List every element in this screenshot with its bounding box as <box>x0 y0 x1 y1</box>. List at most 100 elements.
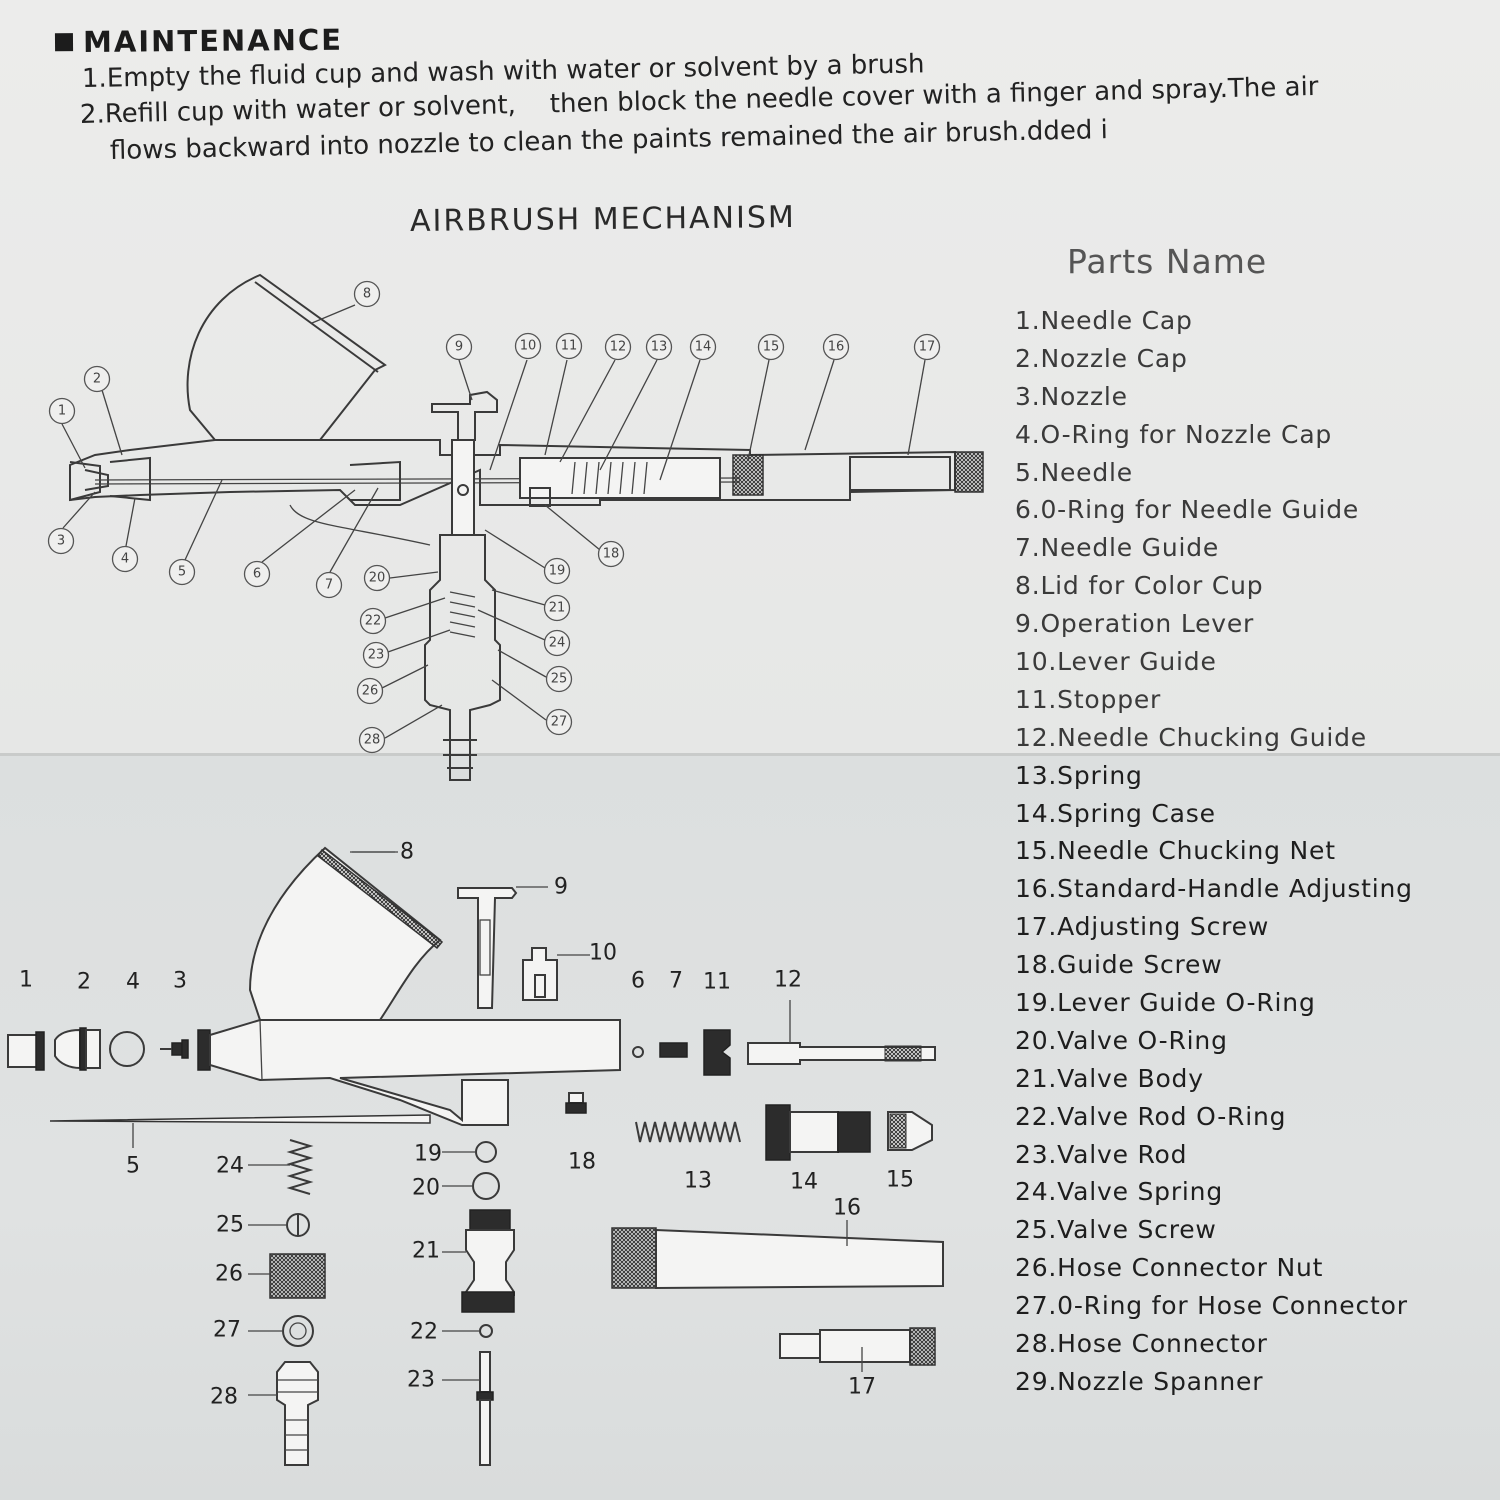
part-item: 1.Needle Cap <box>1015 306 1193 335</box>
callout-circle <box>514 332 542 360</box>
exploded-label: 6 <box>631 969 645 994</box>
callout-number: 27 <box>551 715 568 730</box>
callout-number: 6 <box>253 567 261 582</box>
exploded-label: 3 <box>173 969 187 994</box>
exploded-label: 18 <box>568 1150 596 1175</box>
part-item: 17.Adjusting Screw <box>1015 912 1270 942</box>
callout-circle <box>604 333 632 361</box>
part-item: 22.Valve Rod O-Ring <box>1015 1101 1287 1131</box>
exploded-label: 12 <box>774 968 802 993</box>
callout-circle <box>83 365 111 393</box>
part-o-ring <box>109 1031 145 1067</box>
callout-number: 10 <box>520 339 537 354</box>
part-needle <box>49 1114 431 1124</box>
part-nozzle-cap <box>54 1028 81 1070</box>
part-handle-adjusting <box>611 1227 657 1289</box>
part-color-cup <box>248 846 442 1021</box>
exploded-label: 22 <box>410 1320 438 1345</box>
sheet-fold-crease <box>0 753 1500 756</box>
callout-number: 21 <box>549 601 566 616</box>
callout-circle <box>168 558 196 586</box>
part-item: 13.Spring <box>1015 760 1143 790</box>
callout-circle <box>356 677 384 705</box>
part-valve-rod <box>479 1351 491 1393</box>
exploded-label: 25 <box>216 1213 244 1238</box>
part-item: 8.Lid for Color Cup <box>1015 571 1264 601</box>
part-nozzle <box>171 1042 183 1056</box>
part-hose-connector <box>276 1361 319 1466</box>
exploded-label: 8 <box>400 840 414 865</box>
part-hose-connector-nut <box>269 1253 326 1299</box>
part-item: 24.Valve Spring <box>1015 1177 1223 1207</box>
exploded-label: 24 <box>216 1154 244 1179</box>
part-valve-spring <box>286 1139 314 1195</box>
callout-circle <box>47 527 75 555</box>
parts-list: 1.Needle Cap 2.Nozzle Cap 3.Nozzle 4.O-R… <box>1015 302 1413 1401</box>
callout-number: 16 <box>828 340 845 355</box>
part-lever-o-ring <box>475 1141 497 1163</box>
part-item: 19.Lever Guide O-Ring <box>1015 988 1316 1018</box>
part-item: 20.Valve O-Ring <box>1015 1025 1228 1055</box>
callout-circle <box>757 333 785 361</box>
part-item: 10.Lever Guide <box>1015 647 1217 677</box>
exploded-label: 11 <box>703 970 731 995</box>
callout-number: 17 <box>919 340 936 355</box>
callout-number: 25 <box>551 672 568 687</box>
callout-circle <box>689 333 717 361</box>
callout-circle <box>555 332 583 360</box>
callout-circle <box>545 708 573 736</box>
callout-number: 18 <box>603 547 620 562</box>
callout-number: 26 <box>362 684 379 699</box>
part-valve-body <box>469 1209 511 1231</box>
part-stopper <box>703 1029 731 1076</box>
exploded-view-diagram: 1 2 4 3 8 9 10 6 7 11 12 5 18 13 14 15 2… <box>7 840 944 1466</box>
exploded-label: 17 <box>848 1375 876 1400</box>
callout-circle <box>543 557 571 585</box>
part-item: 12.Needle Chucking Guide <box>1015 722 1367 752</box>
part-item: 29.Nozzle Spanner <box>1015 1366 1264 1396</box>
callout-circle <box>353 280 381 308</box>
callout-number: 9 <box>455 340 463 355</box>
exploded-label: 5 <box>126 1154 140 1179</box>
exploded-label: 19 <box>414 1142 442 1167</box>
part-item: 2.Nozzle Cap <box>1015 343 1188 373</box>
callout-number: 5 <box>178 565 186 580</box>
airbrush-body-outline <box>69 439 956 506</box>
color-cup-outline <box>186 273 387 441</box>
part-item: 16.Standard-Handle Adjusting <box>1015 874 1413 904</box>
part-spring-case <box>765 1104 791 1161</box>
exploded-label: 15 <box>886 1168 914 1193</box>
callout-circle <box>445 333 473 361</box>
cross-section-diagram: 1 2 3 4 5 6 7 8 9 10 11 12 13 14 15 16 1… <box>47 273 984 781</box>
callout-circle <box>243 560 271 588</box>
callout-number: 19 <box>549 564 566 579</box>
valve-spring-coils <box>449 591 476 638</box>
part-item: 14.Spring Case <box>1015 798 1216 828</box>
exploded-label: 23 <box>407 1368 435 1393</box>
exploded-label: 20 <box>412 1176 440 1201</box>
part-adjusting-screw <box>779 1333 826 1359</box>
part-cup-lid <box>316 848 444 950</box>
spring-coils <box>571 461 648 495</box>
callout-number: 3 <box>57 534 65 549</box>
callout-circle <box>543 629 571 657</box>
callout-number: 24 <box>549 636 566 651</box>
part-needle-cap <box>7 1034 39 1068</box>
callout-number: 2 <box>93 372 101 387</box>
exploded-label: 16 <box>833 1196 861 1221</box>
callout-number: 7 <box>325 578 333 593</box>
part-needle-guide <box>659 1042 688 1058</box>
chucking-net-knurl <box>732 454 764 496</box>
part-item: 18.Guide Screw <box>1015 950 1223 980</box>
exploded-label: 27 <box>213 1318 241 1343</box>
callout-number: 11 <box>561 339 578 354</box>
exploded-label: 4 <box>126 970 140 995</box>
part-item: 3.Nozzle <box>1015 381 1128 411</box>
exploded-label: 14 <box>790 1170 818 1195</box>
callout-circle <box>545 665 573 693</box>
part-guide-screw <box>568 1092 584 1104</box>
callout-number: 8 <box>363 287 371 302</box>
exploded-labels: 1 2 4 3 8 9 10 6 7 11 12 5 18 13 14 15 2… <box>19 840 914 1410</box>
sheet-upper-panel <box>0 0 1500 755</box>
